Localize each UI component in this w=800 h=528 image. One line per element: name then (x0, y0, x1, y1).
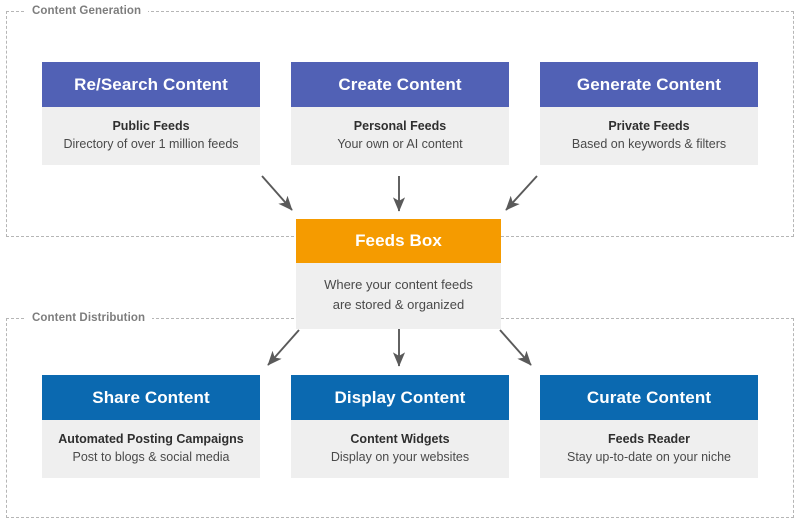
card-feeds-box-title: Feeds Box (296, 219, 501, 263)
card-curate-content[interactable]: Curate Content Feeds Reader Stay up-to-d… (540, 375, 758, 478)
card-research-content-subtitle-bold: Public Feeds (112, 119, 190, 133)
card-generate-content-subtitle: Based on keywords & filters (571, 137, 727, 151)
card-feeds-box-subtitle-line2: are stored & organized (332, 297, 465, 312)
card-generate-content[interactable]: Generate Content Private Feeds Based on … (540, 62, 758, 165)
card-create-content[interactable]: Create Content Personal Feeds Your own o… (291, 62, 509, 165)
card-research-content-title: Re/Search Content (42, 62, 260, 107)
card-research-content[interactable]: Re/Search Content Public Feeds Directory… (42, 62, 260, 165)
card-display-content-title: Display Content (291, 375, 509, 420)
card-create-content-title: Create Content (291, 62, 509, 107)
group-label-content-distribution: Content Distribution (25, 311, 153, 325)
card-research-content-body: Public Feeds Directory of over 1 million… (42, 107, 260, 165)
card-share-content-subtitle-bold: Automated Posting Campaigns (58, 432, 244, 446)
card-share-content-body: Automated Posting Campaigns Post to blog… (42, 420, 260, 478)
card-share-content[interactable]: Share Content Automated Posting Campaign… (42, 375, 260, 478)
card-display-content-subtitle-bold: Content Widgets (350, 432, 450, 446)
card-generate-content-subtitle-bold: Private Feeds (608, 119, 690, 133)
card-display-content-body: Content Widgets Display on your websites (291, 420, 509, 478)
group-label-content-generation: Content Generation (25, 4, 149, 18)
card-feeds-box-subtitle-line1: Where your content feeds (324, 277, 473, 292)
card-generate-content-body: Private Feeds Based on keywords & filter… (540, 107, 758, 165)
card-curate-content-subtitle-bold: Feeds Reader (608, 432, 690, 446)
card-feeds-box-body: Where your content feeds are stored & or… (296, 263, 501, 329)
card-curate-content-subtitle: Stay up-to-date on your niche (567, 450, 731, 464)
card-feeds-box[interactable]: Feeds Box Where your content feeds are s… (296, 219, 501, 329)
card-display-content[interactable]: Display Content Content Widgets Display … (291, 375, 509, 478)
card-create-content-subtitle: Your own or AI content (337, 137, 463, 151)
card-create-content-subtitle-bold: Personal Feeds (353, 119, 447, 133)
card-research-content-subtitle: Directory of over 1 million feeds (63, 137, 239, 151)
card-display-content-subtitle: Display on your websites (330, 450, 470, 464)
card-curate-content-title: Curate Content (540, 375, 758, 420)
card-create-content-body: Personal Feeds Your own or AI content (291, 107, 509, 165)
card-curate-content-body: Feeds Reader Stay up-to-date on your nic… (540, 420, 758, 478)
card-share-content-subtitle: Post to blogs & social media (72, 450, 230, 464)
card-share-content-title: Share Content (42, 375, 260, 420)
card-generate-content-title: Generate Content (540, 62, 758, 107)
